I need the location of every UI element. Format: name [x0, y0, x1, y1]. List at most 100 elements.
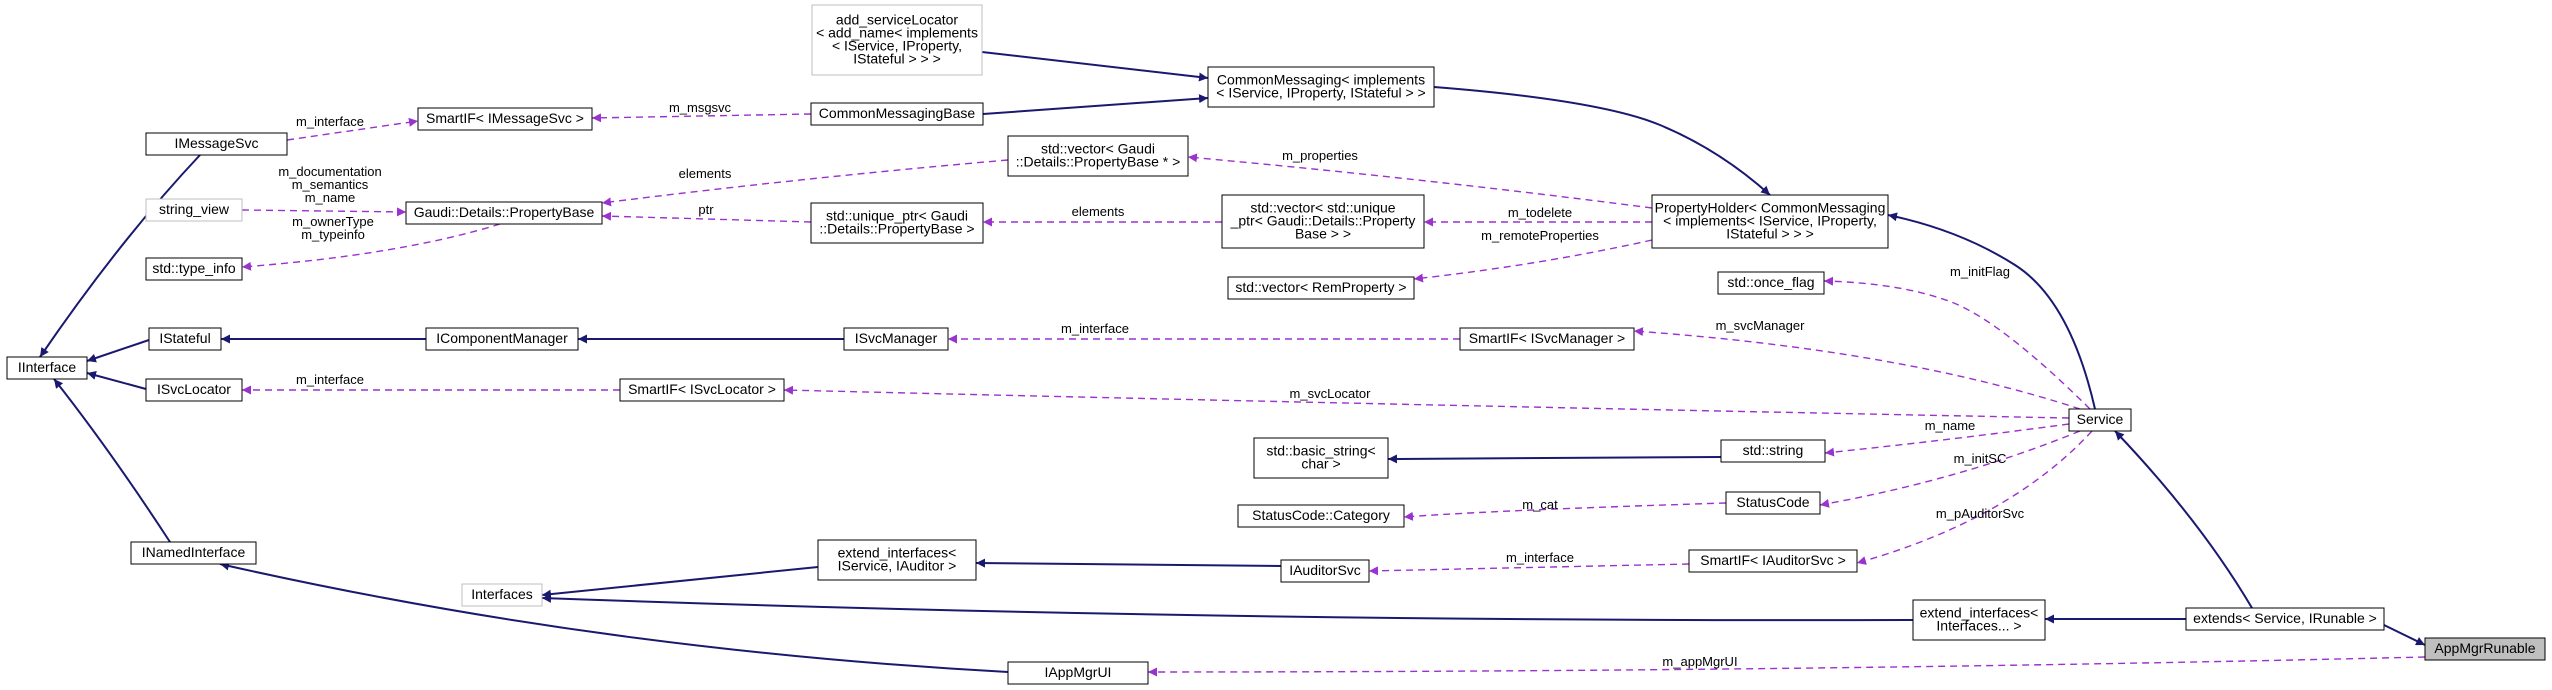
- edge-label-m-remoteproperties: m_remoteProperties: [1481, 228, 1599, 243]
- class-node-type-info[interactable]: std::type_info: [145, 257, 243, 281]
- class-node-unique-ptr-propertybase[interactable]: std::unique_ptr< Gaudi::Details::Propert…: [810, 202, 984, 244]
- class-node-propertyholder[interactable]: PropertyHolder< CommonMessaging< impleme…: [1651, 194, 1889, 249]
- class-node-icomponentmanager[interactable]: IComponentManager: [425, 327, 579, 351]
- class-node-label: StatusCode::Category: [1252, 507, 1390, 523]
- class-node-label: IStateful > > >: [1726, 226, 1814, 242]
- edge-label-ptr: ptr: [698, 202, 714, 217]
- usage-edge-propertybase-to-unique-ptr-propertybase: [601, 211, 812, 223]
- inheritance-edge-service-to-extends-service-irunable: [2114, 430, 2253, 609]
- class-node-label: std::vector< Gaudi: [1041, 141, 1155, 157]
- class-node-smartif-imessagesvc[interactable]: SmartIF< IMessageSvc >: [417, 107, 593, 131]
- class-node-iinterface[interactable]: IInterface: [6, 356, 88, 380]
- class-node-extend-interfaces-iservice-iauditor[interactable]: extend_interfaces<IService, IAuditor >: [817, 539, 977, 581]
- class-node-label: IStateful > > >: [853, 51, 941, 67]
- edge-label-m-interface: m_interface: [1061, 321, 1129, 336]
- class-node-isvclocator[interactable]: ISvcLocator: [145, 378, 243, 402]
- class-node-box: [2068, 408, 2132, 432]
- class-node-box: [417, 107, 593, 131]
- class-node-service[interactable]: Service: [2068, 408, 2132, 432]
- class-node-box: [1007, 661, 1149, 685]
- class-node-box: [817, 539, 977, 581]
- usage-edge-vector-remproperty-to-propertyholder: [1413, 239, 1653, 283]
- class-node-label: std::once_flag: [1727, 274, 1814, 290]
- class-node-label: Gaudi::Details::PropertyBase: [414, 204, 595, 220]
- class-node-box: [1207, 66, 1435, 108]
- class-node-iappmgrui[interactable]: IAppMgrUI: [1007, 661, 1149, 685]
- edge-label-m-interface: m_interface: [296, 372, 364, 387]
- class-node-box: [145, 257, 243, 281]
- class-node-box: [1725, 491, 1821, 515]
- edge-label-m-interface: m_interface: [296, 114, 364, 129]
- class-node-commonmessagingbase[interactable]: CommonMessagingBase: [810, 102, 984, 126]
- usage-edge-propertybase-to-vector-propertybase: [601, 159, 1009, 207]
- class-node-label: std::string: [1743, 442, 1804, 458]
- class-node-vector-unique-ptr[interactable]: std::vector< std::unique_ptr< Gaudi::Det…: [1221, 194, 1425, 249]
- class-node-label: CommonMessaging< implements: [1217, 72, 1425, 88]
- class-node-box: [130, 541, 257, 565]
- class-node-label: IInterface: [18, 359, 77, 375]
- class-node-smartif-isvclocator[interactable]: SmartIF< ISvcLocator >: [619, 378, 785, 402]
- class-node-box: [405, 201, 603, 225]
- class-node-vector-propertybase[interactable]: std::vector< Gaudi::Details::PropertyBas…: [1007, 135, 1189, 177]
- class-node-box: [1688, 549, 1858, 573]
- class-node-box: [1007, 135, 1189, 177]
- edge-label-elements: elements: [679, 166, 732, 181]
- class-node-propertybase[interactable]: Gaudi::Details::PropertyBase: [405, 201, 603, 225]
- class-node-box: [619, 378, 785, 402]
- class-node-label: Service: [2077, 411, 2124, 427]
- class-node-box: [1717, 271, 1825, 295]
- class-node-smartif-iauditorsvc[interactable]: SmartIF< IAuditorSvc >: [1688, 549, 1858, 573]
- class-node-extend-interfaces-interfaces[interactable]: extend_interfaces<Interfaces... >: [1912, 599, 2046, 641]
- class-node-label: Interfaces: [471, 586, 532, 602]
- class-node-once-flag[interactable]: std::once_flag: [1717, 271, 1825, 295]
- class-node-label: Interfaces... >: [1936, 618, 2021, 634]
- class-node-istateful[interactable]: IStateful: [148, 327, 222, 351]
- class-node-box: [1720, 439, 1826, 463]
- class-node-label: std::basic_string<: [1266, 443, 1375, 459]
- class-node-label: _ptr< Gaudi::Details::Property: [1230, 213, 1416, 229]
- usage-edge-iappmgrui-to-appmgrrunable: [1147, 656, 2426, 677]
- class-node-box: [1280, 559, 1370, 583]
- class-node-box: [1227, 276, 1415, 300]
- class-node-box: [1651, 194, 1889, 249]
- edge-label-m-name: m_name: [1925, 418, 1976, 433]
- class-node-label: add_serviceLocator: [836, 12, 959, 28]
- class-node-interfaces[interactable]: Interfaces: [461, 583, 543, 607]
- class-node-basic-string[interactable]: std::basic_string<char >: [1253, 437, 1389, 479]
- class-node-label: < add_name< implements: [816, 25, 978, 41]
- class-node-label: SmartIF< IAuditorSvc >: [1700, 552, 1846, 568]
- edge-label-m-semantics: m_semantics: [292, 177, 369, 192]
- class-node-box: [145, 198, 243, 222]
- class-node-extends-service-irunable[interactable]: extends< Service, IRunable >: [2185, 607, 2385, 631]
- class-node-label: Base > >: [1295, 226, 1351, 242]
- inheritance-edge-istateful-to-iinterface: [86, 339, 150, 363]
- class-node-imessagesvc[interactable]: IMessageSvc: [145, 132, 288, 156]
- edge-label-m-initsc: m_initSC: [1954, 451, 2007, 466]
- class-node-inamedinterface[interactable]: INamedInterface: [130, 541, 257, 565]
- class-node-label: IStateful: [159, 330, 210, 346]
- class-node-std-string[interactable]: std::string: [1720, 439, 1826, 463]
- class-node-commonmessaging[interactable]: CommonMessaging< implements< IService, I…: [1207, 66, 1435, 108]
- class-node-label: CommonMessagingBase: [819, 105, 976, 121]
- edge-label-m-properties: m_properties: [1282, 148, 1358, 163]
- class-node-smartif-isvcmanager[interactable]: SmartIF< ISvcManager >: [1459, 327, 1635, 351]
- class-node-statuscode[interactable]: StatusCode: [1725, 491, 1821, 515]
- class-node-add-servicelocator[interactable]: add_serviceLocator< add_name< implements…: [811, 4, 983, 76]
- class-node-string-view[interactable]: string_view: [145, 198, 243, 222]
- class-node-label: std::unique_ptr< Gaudi: [826, 208, 968, 224]
- class-node-label: std::vector< std::unique: [1250, 200, 1395, 216]
- class-node-statuscode-category[interactable]: StatusCode::Category: [1237, 504, 1405, 528]
- class-node-box: [425, 327, 579, 351]
- inheritance-edge-extends-service-irunable-to-appmgrrunable: [2383, 624, 2426, 646]
- inheritance-edge-add-servicelocator-to-commonmessaging: [981, 51, 1209, 82]
- edge-label-m-interface: m_interface: [1506, 550, 1574, 565]
- inheritance-edge-extend-interfaces-iservice-iauditor-to-iauditorsvc: [975, 558, 1282, 568]
- class-node-label: IComponentManager: [436, 330, 568, 346]
- class-node-isvcmanager[interactable]: ISvcManager: [843, 327, 949, 351]
- inheritance-edge-imessagesvc-to-iinterface: [39, 154, 201, 358]
- class-node-label: char >: [1301, 456, 1340, 472]
- inheritance-edge-commonmessagingbase-to-commonmessaging: [982, 94, 1209, 115]
- class-node-iauditorsvc[interactable]: IAuditorSvc: [1280, 559, 1370, 583]
- class-node-vector-remproperty[interactable]: std::vector< RemProperty >: [1227, 276, 1415, 300]
- class-node-label: < implements< IService, IProperty,: [1663, 213, 1877, 229]
